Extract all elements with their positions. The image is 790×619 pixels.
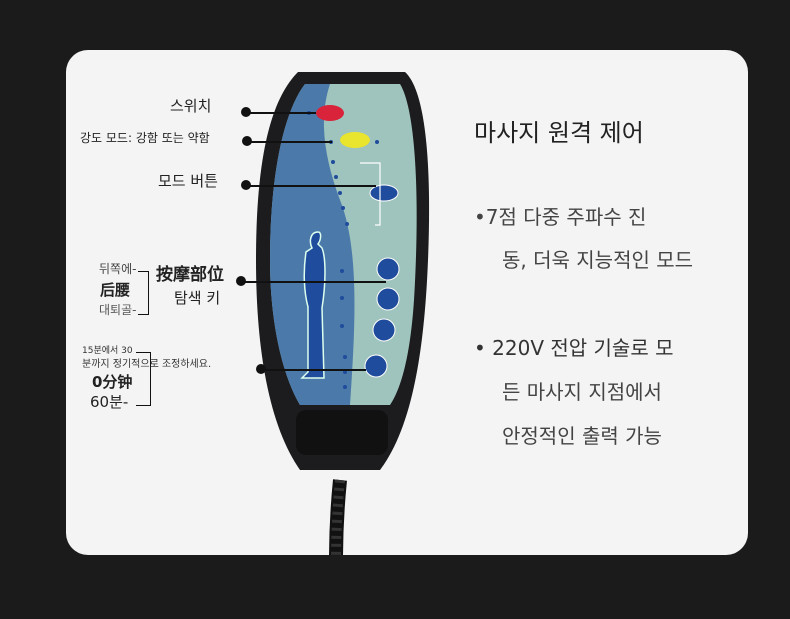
strength-button bbox=[340, 132, 370, 148]
product-card: 스위치 강도 모드: 강함 또는 약함 모드 버튼 뒤쪽에- 后腰 대퇴골- 按… bbox=[66, 50, 748, 555]
power-button bbox=[316, 105, 344, 121]
feature-2-line-1: • 220V 전압 기술로 모 bbox=[474, 336, 674, 360]
back-label: 뒤쪽에- bbox=[99, 262, 137, 276]
body-figure bbox=[300, 231, 326, 379]
callout-line bbox=[246, 185, 376, 187]
callout-line bbox=[261, 369, 366, 371]
feature-2-line-2: 든 마사지 지점에서 bbox=[502, 380, 662, 404]
timer-label-cn: 0分钟 bbox=[92, 373, 133, 391]
bracket bbox=[138, 271, 149, 315]
switch-label: 스위치 bbox=[170, 97, 212, 115]
intensity-label: 강도 모드: 강함 또는 약함 bbox=[80, 131, 210, 145]
feature-2-line-3: 안정적인 출력 가능 bbox=[502, 424, 662, 448]
feature-1-line-1: •7점 다중 주파수 진 bbox=[474, 205, 647, 229]
callout-line bbox=[246, 112, 316, 114]
callout-line bbox=[241, 281, 386, 283]
back-button bbox=[376, 257, 400, 281]
search-key-label: 탐색 키 bbox=[174, 289, 221, 307]
massage-remote-illustration bbox=[256, 72, 430, 555]
bracket bbox=[136, 352, 151, 406]
timer-60-label: 60분- bbox=[90, 393, 129, 411]
timer-text-1: 15분에서 30 bbox=[82, 346, 133, 356]
thigh-button bbox=[372, 318, 396, 342]
timer-button bbox=[364, 354, 388, 378]
waist-button bbox=[376, 287, 400, 311]
feature-1-line-2: 동, 더욱 지능적인 모드 bbox=[502, 248, 694, 272]
mode-button-label: 모드 버튼 bbox=[158, 172, 218, 190]
massage-part-label: 按摩部位 bbox=[156, 265, 224, 285]
callout-line bbox=[247, 141, 332, 143]
timer-text-2: 분까지 정기적으로 조정하세요. bbox=[82, 359, 212, 370]
mode-button bbox=[369, 184, 399, 202]
product-title: 마사지 원격 제어 bbox=[474, 119, 644, 147]
waist-label: 后腰 bbox=[100, 281, 131, 299]
thigh-label: 대퇴골- bbox=[99, 303, 137, 317]
